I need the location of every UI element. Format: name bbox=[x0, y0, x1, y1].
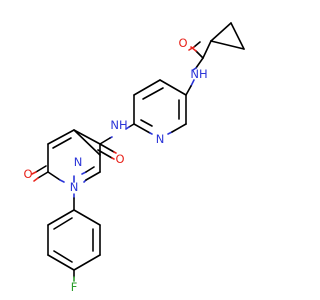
pyridine-ring bbox=[133, 79, 187, 135]
atom-f-fluoro: F bbox=[71, 280, 78, 294]
atom-nh-central-amide: NH bbox=[110, 118, 127, 132]
amide-nh-to-pyridine-bond bbox=[185, 79, 195, 96]
pyridazinone-carbonyl bbox=[31, 165, 49, 182]
atom-n-pyridazinone-1: N bbox=[70, 180, 79, 194]
atom-o-pyridazinone: O bbox=[23, 167, 32, 181]
atom-o-central-amide: O bbox=[115, 152, 124, 166]
molecule-structure: O NH N NH O N N O F bbox=[23, 22, 245, 294]
atom-n-pyridine: N bbox=[156, 132, 165, 146]
atom-nh-cyclopropyl-amide: NH bbox=[190, 67, 207, 81]
atom-n-pyridazinone-2: N bbox=[74, 155, 83, 169]
atom-o-cyclopropyl-amide: O bbox=[178, 36, 187, 50]
pyridine-to-nh-bond bbox=[125, 123, 135, 130]
fluorophenyl-ring bbox=[47, 209, 101, 271]
cyclopropyl-amide-carbonyl bbox=[188, 40, 212, 71]
central-amide bbox=[73, 129, 117, 160]
cyclopropyl-ring bbox=[210, 22, 245, 50]
pyridazinone-ring bbox=[47, 129, 101, 183]
